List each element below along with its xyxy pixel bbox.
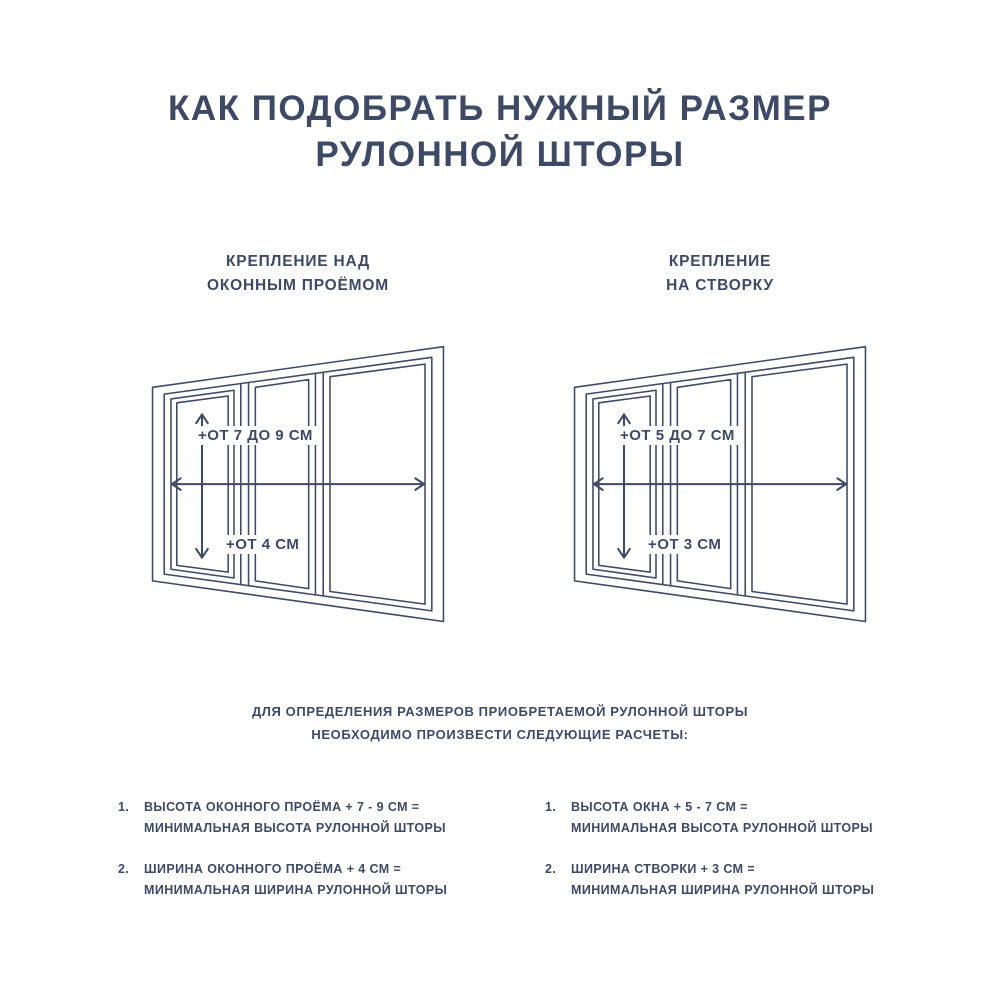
list-item-line2: МИНИМАЛЬНАЯ ВЫСОТА РУЛОННОЙ ШТОРЫ [571, 821, 873, 836]
right-subtitle-line2: НА СТВОРКУ [666, 277, 774, 295]
right-width-allowance-label: +ОТ 3 СМ [644, 535, 726, 554]
page-title-line2: РУЛОННОЙ ШТОРЫ [315, 135, 685, 175]
list-item-line1: ВЫСОТА ОКНА + 5 - 7 СМ = [571, 800, 748, 814]
calculation-note: ДЛЯ ОПРЕДЕЛЕНИЯ РАЗМЕРОВ ПРИОБРЕТАЕМОЙ Р… [0, 700, 1000, 747]
left-subtitle-line1: КРЕПЛЕНИЕ НАД [226, 253, 370, 270]
calculation-note-line1: ДЛЯ ОПРЕДЕЛЕНИЯ РАЗМЕРОВ ПРИОБРЕТАЕМОЙ Р… [251, 704, 749, 719]
list-item: 1. ВЫСОТА ОКНА + 5 - 7 СМ = МИНИМАЛЬНАЯ … [545, 797, 925, 840]
list-item-text: ШИРИНА СТВОРКИ + 3 СМ = МИНИМАЛЬНАЯ ШИРИ… [571, 859, 874, 902]
left-window-diagram: +ОТ 7 ДО 9 СМ +ОТ 4 СМ [138, 337, 458, 637]
left-height-allowance-label: +ОТ 7 ДО 9 СМ [194, 426, 317, 445]
list-item: 1. ВЫСОТА ОКОННОГО ПРОЁМА + 7 - 9 СМ = М… [118, 797, 498, 840]
left-column-subtitle: КРЕПЛЕНИЕ НАД ОКОННЫМ ПРОЁМОМ [138, 250, 458, 298]
right-column-subtitle: КРЕПЛЕНИЕ НА СТВОРКУ [560, 250, 880, 298]
right-window-diagram: +ОТ 5 ДО 7 СМ +ОТ 3 СМ [560, 337, 880, 637]
page-title-line1: КАК ПОДОБРАТЬ НУЖНЫЙ РАЗМЕР [168, 89, 832, 128]
list-item: 2. ШИРИНА СТВОРКИ + 3 СМ = МИНИМАЛЬНАЯ Ш… [545, 859, 925, 902]
list-item-line1: ШИРИНА СТВОРКИ + 3 СМ = [571, 861, 756, 876]
right-height-allowance-label: +ОТ 5 ДО 7 СМ [616, 426, 739, 445]
list-item-number: 2. [545, 861, 557, 876]
list-item-line2: МИНИМАЛЬНАЯ ШИРИНА РУЛОННОЙ ШТОРЫ [144, 882, 448, 897]
window-drawing-icon [138, 337, 458, 637]
calculation-note-line2: НЕОБХОДИМО ПРОИЗВЕСТИ СЛЕДУЮЩИЕ РАСЧЕТЫ: [311, 727, 689, 743]
list-item-text: ШИРИНА ОКОННОГО ПРОЁМА + 4 СМ = МИНИМАЛЬ… [144, 859, 447, 902]
right-subtitle-line1: КРЕПЛЕНИЕ [668, 253, 772, 270]
list-item-line1: ШИРИНА ОКОННОГО ПРОЁМА + 4 СМ = [144, 861, 402, 876]
list-item-line2: МИНИМАЛЬНАЯ ШИРИНА РУЛОННОЙ ШТОРЫ [571, 882, 875, 897]
list-item-number: 1. [118, 800, 130, 814]
list-item-line2: МИНИМАЛЬНАЯ ВЫСОТА РУЛОННОЙ ШТОРЫ [144, 821, 446, 836]
list-item: 2. ШИРИНА ОКОННОГО ПРОЁМА + 4 СМ = МИНИМ… [118, 859, 498, 902]
left-calculation-list: 1. ВЫСОТА ОКОННОГО ПРОЁМА + 7 - 9 СМ = М… [118, 797, 498, 920]
left-subtitle-line2: ОКОННЫМ ПРОЁМОМ [207, 277, 389, 295]
list-item-number: 1. [545, 800, 557, 814]
right-calculation-list: 1. ВЫСОТА ОКНА + 5 - 7 СМ = МИНИМАЛЬНАЯ … [545, 797, 925, 920]
window-drawing-icon [560, 337, 880, 637]
left-width-allowance-label: +ОТ 4 СМ [222, 535, 304, 554]
list-item-number: 2. [118, 861, 130, 876]
list-item-line1: ВЫСОТА ОКОННОГО ПРОЁМА + 7 - 9 СМ = [144, 800, 420, 814]
list-item-text: ВЫСОТА ОКОННОГО ПРОЁМА + 7 - 9 СМ = МИНИ… [144, 797, 446, 840]
page-title: КАК ПОДОБРАТЬ НУЖНЫЙ РАЗМЕР РУЛОННОЙ ШТО… [0, 86, 1000, 178]
list-item-text: ВЫСОТА ОКНА + 5 - 7 СМ = МИНИМАЛЬНАЯ ВЫС… [571, 797, 873, 840]
